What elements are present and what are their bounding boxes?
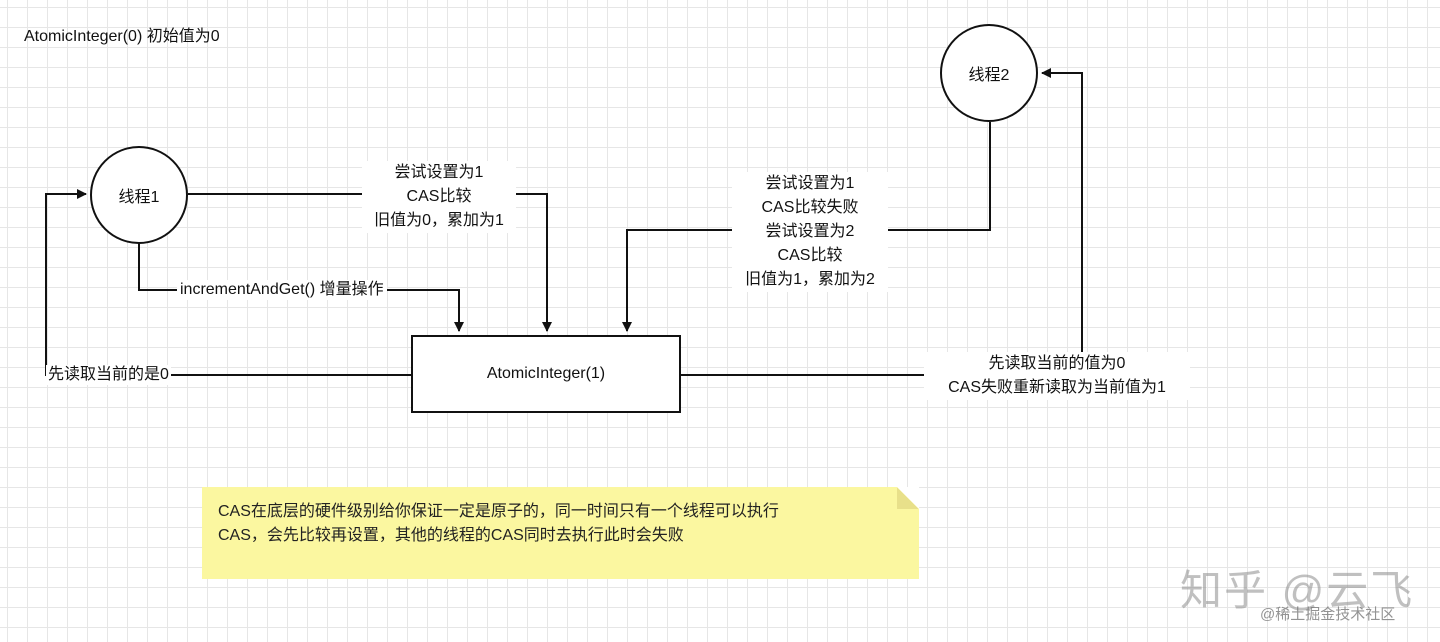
note-fold-corner <box>897 487 919 509</box>
thread2-cas-label: 尝试设置为1 CAS比较失败 尝试设置为2 CAS比较 旧值为1，累加为2 <box>732 172 888 292</box>
note-text: CAS在底层的硬件级别给你保证一定是原子的，同一时间只有一个线程可以执行 CAS… <box>218 500 898 548</box>
thread2-cas-line-4: CAS比较 <box>777 247 843 264</box>
thread1-cas-line-3: 旧值为0，累加为1 <box>374 212 504 229</box>
thread2-cas-line-2: CAS比较失败 <box>761 199 859 216</box>
thread2-cas-line-3: 尝试设置为2 <box>765 223 855 240</box>
watermark-zhihu: 知乎 @云飞 <box>1180 567 1415 614</box>
atomic-integer-node: AtomicInteger(1) <box>411 335 681 413</box>
edge-read-thread2 <box>681 68 1083 376</box>
note-line-1: CAS在底层的硬件级别给你保证一定是原子的，同一时间只有一个线程可以执行 <box>218 503 779 520</box>
increment-label: incrementAndGet() 增量操作 <box>177 280 387 300</box>
read-right-label: 先读取当前的值为0 CAS失败重新读取为当前值为1 <box>924 352 1190 400</box>
sticky-note: CAS在底层的硬件级别给你保证一定是原子的，同一时间只有一个线程可以执行 CAS… <box>202 487 919 579</box>
thread1-cas-line-2: CAS比较 <box>406 188 472 205</box>
edge-thread1-cas <box>188 193 552 332</box>
thread2-node: 线程2 <box>940 24 1038 122</box>
read-left-label: 先读取当前的是0 <box>46 365 171 385</box>
thread1-label: 线程1 <box>118 189 160 206</box>
thread1-node: 线程1 <box>90 146 188 244</box>
read-right-line-1: 先读取当前的值为0 <box>988 355 1126 372</box>
note-line-2: CAS，会先比较再设置，其他的线程的CAS同时去执行此时会失败 <box>218 527 684 544</box>
thread2-label: 线程2 <box>968 67 1010 84</box>
thread1-cas-line-1: 尝试设置为1 <box>394 164 484 181</box>
thread1-cas-label: 尝试设置为1 CAS比较 旧值为0，累加为1 <box>362 161 516 233</box>
thread2-cas-line-1: 尝试设置为1 <box>765 175 855 192</box>
read-right-line-2: CAS失败重新读取为当前值为1 <box>948 379 1166 396</box>
watermark-juejin: @稀土掘金技术社区 <box>1260 606 1396 623</box>
edge-read-thread1 <box>45 189 411 376</box>
thread2-cas-line-5: 旧值为1，累加为2 <box>745 271 875 288</box>
atomic-integer-label: AtomicInteger(1) <box>486 365 606 382</box>
diagram-title: AtomicInteger(0) 初始值为0 <box>24 28 220 45</box>
